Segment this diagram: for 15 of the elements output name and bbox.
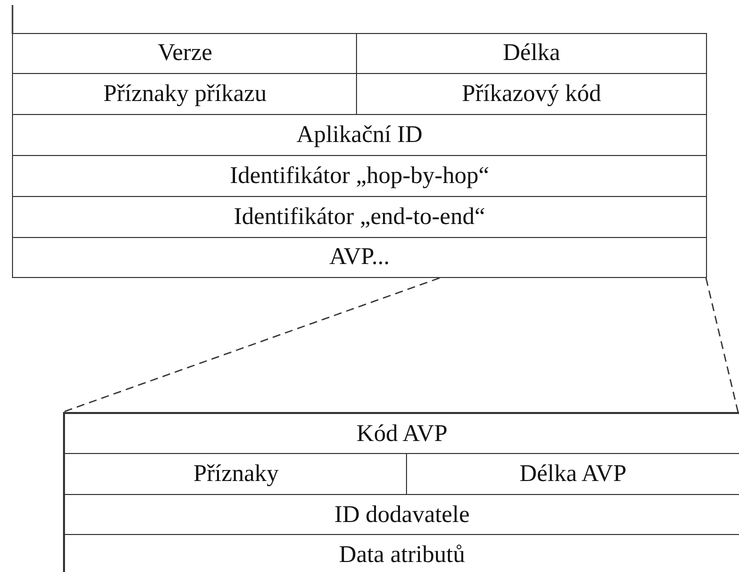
field-cell: Délka AVP [406,453,739,495]
field-cell: ID dodavatele [64,494,739,536]
field-table [63,412,739,572]
field-cell: Příznaky [64,453,408,495]
field-cell: Verze [12,33,358,74]
field-cell: Identifikátor „hop-by-hop“ [12,155,707,197]
field-cell: Příkazový kód [356,73,707,115]
field-cell: Data atributů [64,534,739,572]
field-cell: Identifikátor „end-to-end“ [12,196,707,238]
field-cell: Aplikační ID [12,114,707,156]
field-cell: Kód AVP [64,413,739,455]
dashed-line [705,278,739,412]
dashed-line [62,277,440,413]
field-cell: AVP... [12,237,707,278]
field-cell: Délka [356,33,707,74]
